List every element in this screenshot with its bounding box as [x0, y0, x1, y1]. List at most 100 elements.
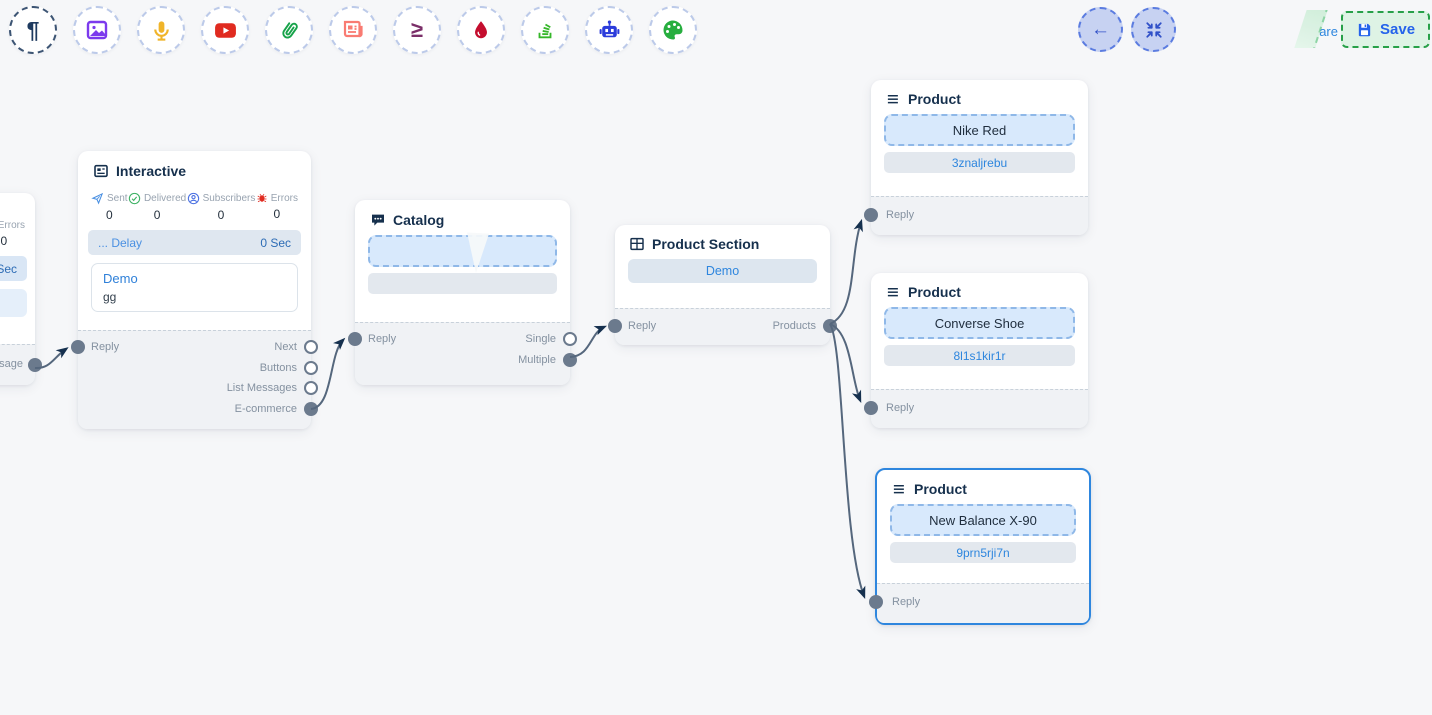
section-button-label: Demo	[705, 264, 740, 278]
stat-label: Sent	[107, 193, 128, 204]
handle-list-messages-output[interactable]	[304, 381, 318, 395]
stat-value: 0	[105, 208, 113, 222]
catalog-secondary-box[interactable]	[368, 273, 557, 294]
toolbar-theme-button[interactable]	[649, 6, 697, 54]
newspaper-icon	[343, 20, 363, 38]
product-node-1[interactable]: Product Nike Red 3znaljrebu Reply	[864, 80, 1088, 235]
toolbar-video-button[interactable]	[201, 6, 249, 54]
delay-row[interactable]: 0 Sec	[0, 256, 27, 281]
input-label-reply: Reply	[628, 320, 657, 332]
handle-buttons-output[interactable]	[304, 361, 318, 375]
back-button[interactable]: ←	[1078, 7, 1123, 52]
partial-message-node[interactable]: Errors 0 0 Sec Message	[0, 193, 42, 385]
text-pilcrow-icon: ¶	[26, 16, 40, 43]
youtube-video-icon	[214, 22, 236, 38]
stat-errors: Errors 0	[0, 219, 25, 249]
product-name-box[interactable]: Converse Shoe	[884, 307, 1075, 339]
node-title: Catalog	[393, 212, 445, 228]
stat-value: 0	[0, 234, 8, 248]
output-label-buttons: Buttons	[259, 362, 297, 374]
delay-row[interactable]: ... Delay 0 Sec	[88, 230, 301, 255]
product-name: New Balance X-90	[929, 512, 1037, 528]
stat-value: 0	[273, 207, 281, 221]
message-preview-box[interactable]	[0, 289, 27, 317]
stat-subscribers: Subscribers 0	[187, 192, 256, 222]
product-name: Nike Red	[952, 122, 1007, 138]
message-body: gg	[103, 290, 117, 304]
product-retailer-id: 8l1s1kir1r	[953, 348, 1006, 363]
stack-icon	[538, 23, 552, 39]
delay-value: 0 Sec	[0, 261, 17, 276]
palette-icon	[663, 20, 683, 40]
toolbar-bot-button[interactable]	[585, 6, 633, 54]
handle-message-output[interactable]	[28, 358, 42, 372]
output-label-message: Message	[0, 358, 23, 370]
droplet-icon	[475, 21, 487, 39]
table-grid-icon	[630, 237, 644, 251]
stats-row: Sent 0 Delivered 0 Subscribers	[78, 183, 311, 227]
input-label-reply: Reply	[368, 333, 397, 345]
message-title: Demo	[103, 271, 138, 286]
node-title: Product	[908, 284, 961, 300]
toolbar-stack-button[interactable]	[521, 6, 569, 54]
toolbar-condition-button[interactable]: ≥	[393, 6, 441, 54]
toolbar-image-button[interactable]	[73, 6, 121, 54]
product-id-box[interactable]: 3znaljrebu	[884, 152, 1075, 173]
product-name: Converse Shoe	[934, 315, 1025, 331]
node-type-toolbar: ¶	[9, 6, 697, 54]
handle-reply-input[interactable]	[608, 319, 622, 333]
product-name-box[interactable]: Nike Red	[884, 114, 1075, 146]
product-node-2[interactable]: Product Converse Shoe 8l1s1kir1r Reply	[864, 273, 1088, 428]
handle-ecommerce-output[interactable]	[304, 402, 318, 416]
stat-label: Subscribers	[202, 193, 256, 204]
input-label-reply: Reply	[886, 402, 915, 414]
node-title: Product	[914, 481, 967, 497]
save-floppy-icon	[1358, 23, 1371, 37]
product-node-3-selected[interactable]: Product New Balance X-90 9prn5rji7n Repl…	[869, 468, 1091, 625]
image-icon	[86, 20, 108, 40]
handle-reply-input[interactable]	[864, 208, 878, 222]
toolbar-audio-button[interactable]	[137, 6, 185, 54]
stat-label: Delivered	[143, 193, 187, 204]
catalog-placeholder-box[interactable]	[368, 232, 557, 274]
product-id-box[interactable]: 8l1s1kir1r	[884, 345, 1075, 366]
share-button-fragment[interactable]: are	[1294, 10, 1340, 48]
handle-reply-input[interactable]	[864, 401, 878, 415]
product-section-node[interactable]: Product Section Demo Reply Products	[608, 225, 837, 345]
check-circle-icon	[128, 192, 141, 205]
handle-multiple-output[interactable]	[563, 353, 577, 367]
edge-products-to-product3	[829, 323, 866, 600]
handle-reply-input[interactable]	[348, 332, 362, 346]
product-retailer-id: 9prn5rji7n	[956, 545, 1010, 560]
compress-icon	[1145, 21, 1162, 38]
delay-value: 0 Sec	[260, 235, 291, 250]
node-title: Interactive	[116, 163, 187, 179]
share-button-label: are	[1319, 24, 1338, 39]
handle-reply-input[interactable]	[71, 340, 85, 354]
arrow-left-icon: ←	[1091, 18, 1110, 40]
product-name-box[interactable]: New Balance X-90	[890, 504, 1076, 536]
product-id-box[interactable]: 9prn5rji7n	[890, 542, 1076, 563]
product-retailer-id: 3znaljrebu	[951, 155, 1008, 170]
handle-next-output[interactable]	[304, 340, 318, 354]
send-icon	[91, 192, 104, 205]
fit-view-button[interactable]	[1131, 7, 1176, 52]
output-label-products: Products	[772, 320, 816, 332]
output-label-single: Single	[525, 333, 556, 345]
edge-products-to-product2	[829, 323, 862, 404]
mouse-cursor-artifact	[464, 232, 490, 274]
handle-products-output[interactable]	[823, 319, 837, 333]
interactive-node[interactable]: Interactive Sent 0 Delivered 0	[71, 151, 318, 429]
save-button[interactable]: Save	[1341, 11, 1431, 48]
toolbar-attachment-button[interactable]	[265, 6, 313, 54]
toolbar-text-button[interactable]: ¶	[9, 6, 57, 54]
toolbar-droplet-button[interactable]	[457, 6, 505, 54]
section-button[interactable]: Demo	[628, 259, 817, 283]
message-box[interactable]: Demo gg	[91, 263, 298, 312]
output-label-multiple: Multiple	[518, 354, 556, 366]
catalog-node[interactable]: Catalog Reply Single Multiple	[348, 200, 577, 385]
handle-reply-input[interactable]	[869, 595, 883, 609]
menu-lines-icon	[887, 94, 898, 103]
handle-single-output[interactable]	[563, 332, 577, 346]
toolbar-article-button[interactable]	[329, 6, 377, 54]
